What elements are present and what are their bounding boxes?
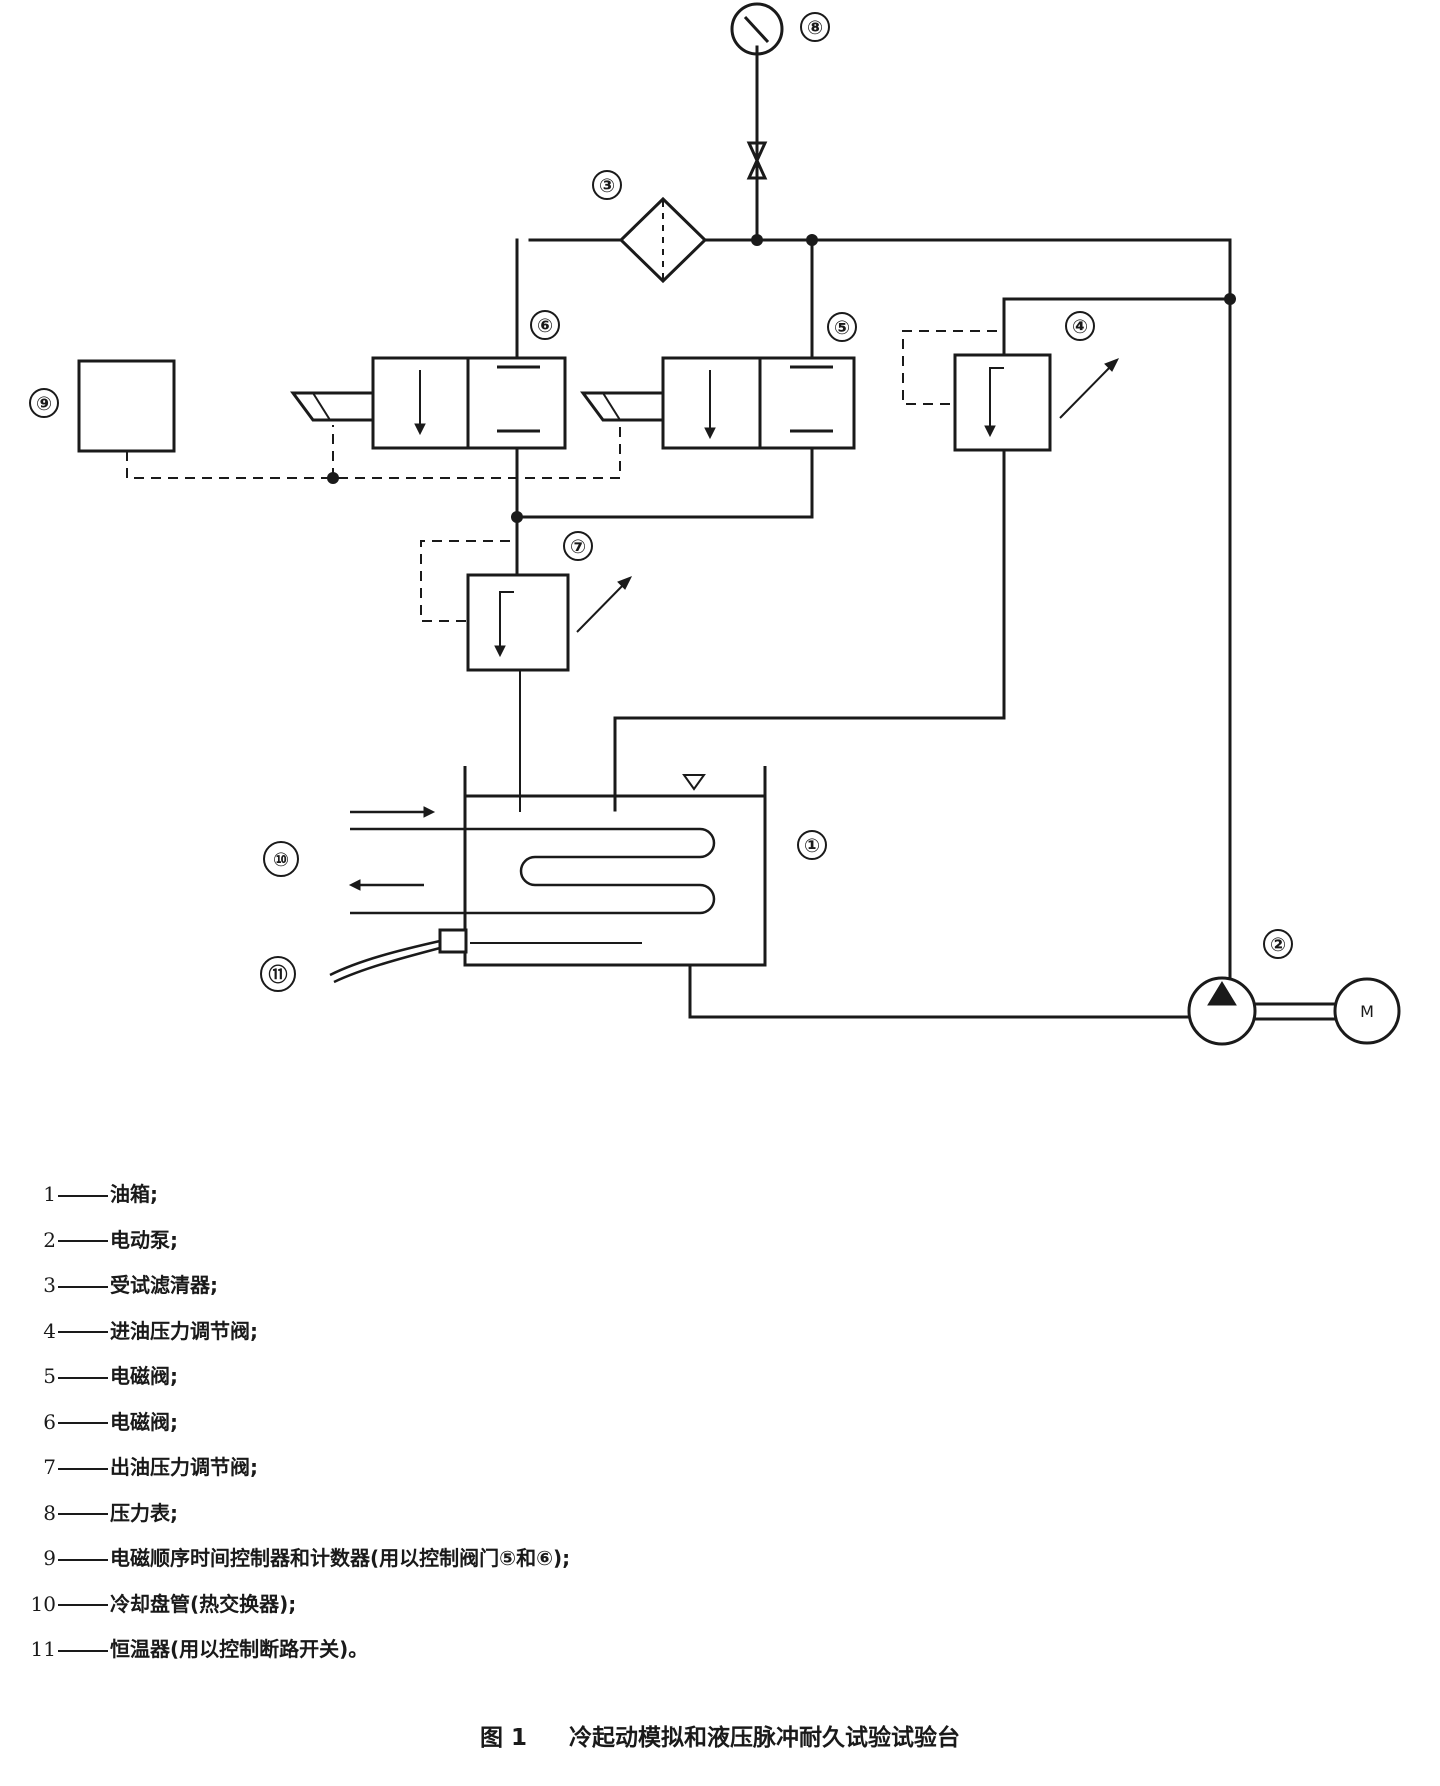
- junction-dot: [806, 234, 818, 246]
- callout-9: ⑨: [36, 393, 52, 415]
- regulator-4-return-line: [613, 448, 1006, 812]
- junction-dot: [511, 511, 523, 523]
- inlet-pressure-regulator: [902, 330, 1120, 452]
- pump-suction-line: [688, 963, 1195, 1019]
- test-rig-schematic: M ① ② ③ ④ ⑤ ⑥ ⑦ ⑧ ⑨ ⑩ ⑪: [29, 2, 1401, 1046]
- oil-tank: [329, 766, 767, 984]
- controller-box: [77, 359, 176, 453]
- callout-8: ⑧: [807, 17, 823, 39]
- callout-11: ⑪: [268, 963, 287, 986]
- junction-dot: [751, 234, 763, 246]
- solenoid-valve-5: [580, 356, 856, 450]
- motor-icon: M: [1333, 977, 1401, 1045]
- pump-outlet-line: [528, 238, 1232, 997]
- junction-dot: [1224, 293, 1236, 305]
- figure-caption: 图 1 冷起动模拟和液压脉冲耐久试验试验台: [0, 1718, 1440, 1752]
- callout-3: ③: [599, 175, 615, 197]
- figure-number: 图 1: [479, 1725, 527, 1751]
- callout-4: ④: [1072, 316, 1088, 338]
- callout-2: ②: [1270, 934, 1286, 956]
- shaft: [1255, 1002, 1335, 1021]
- regulator-4-feed-line: [1002, 297, 1232, 359]
- pressure-gauge-icon: [730, 2, 784, 180]
- callout-6: ⑥: [537, 315, 553, 337]
- pump-icon: [1187, 976, 1257, 1046]
- filter-icon: [618, 196, 708, 284]
- callout-5: ⑤: [834, 317, 850, 339]
- outlet-pressure-regulator: [420, 540, 633, 672]
- callout-1: ①: [804, 835, 820, 857]
- callout-7: ⑦: [570, 536, 586, 558]
- control-signal-line: [126, 425, 621, 479]
- thermostat-sensor: [438, 928, 468, 954]
- cooling-coil: [350, 827, 716, 915]
- solenoid-valve-6: [290, 356, 567, 450]
- valve-5-outlet-line: [515, 446, 814, 519]
- figure-title: 冷起动模拟和液压脉冲耐久试验试验台: [569, 1725, 960, 1751]
- motor-label: M: [1360, 1002, 1374, 1021]
- callout-10: ⑩: [273, 849, 289, 871]
